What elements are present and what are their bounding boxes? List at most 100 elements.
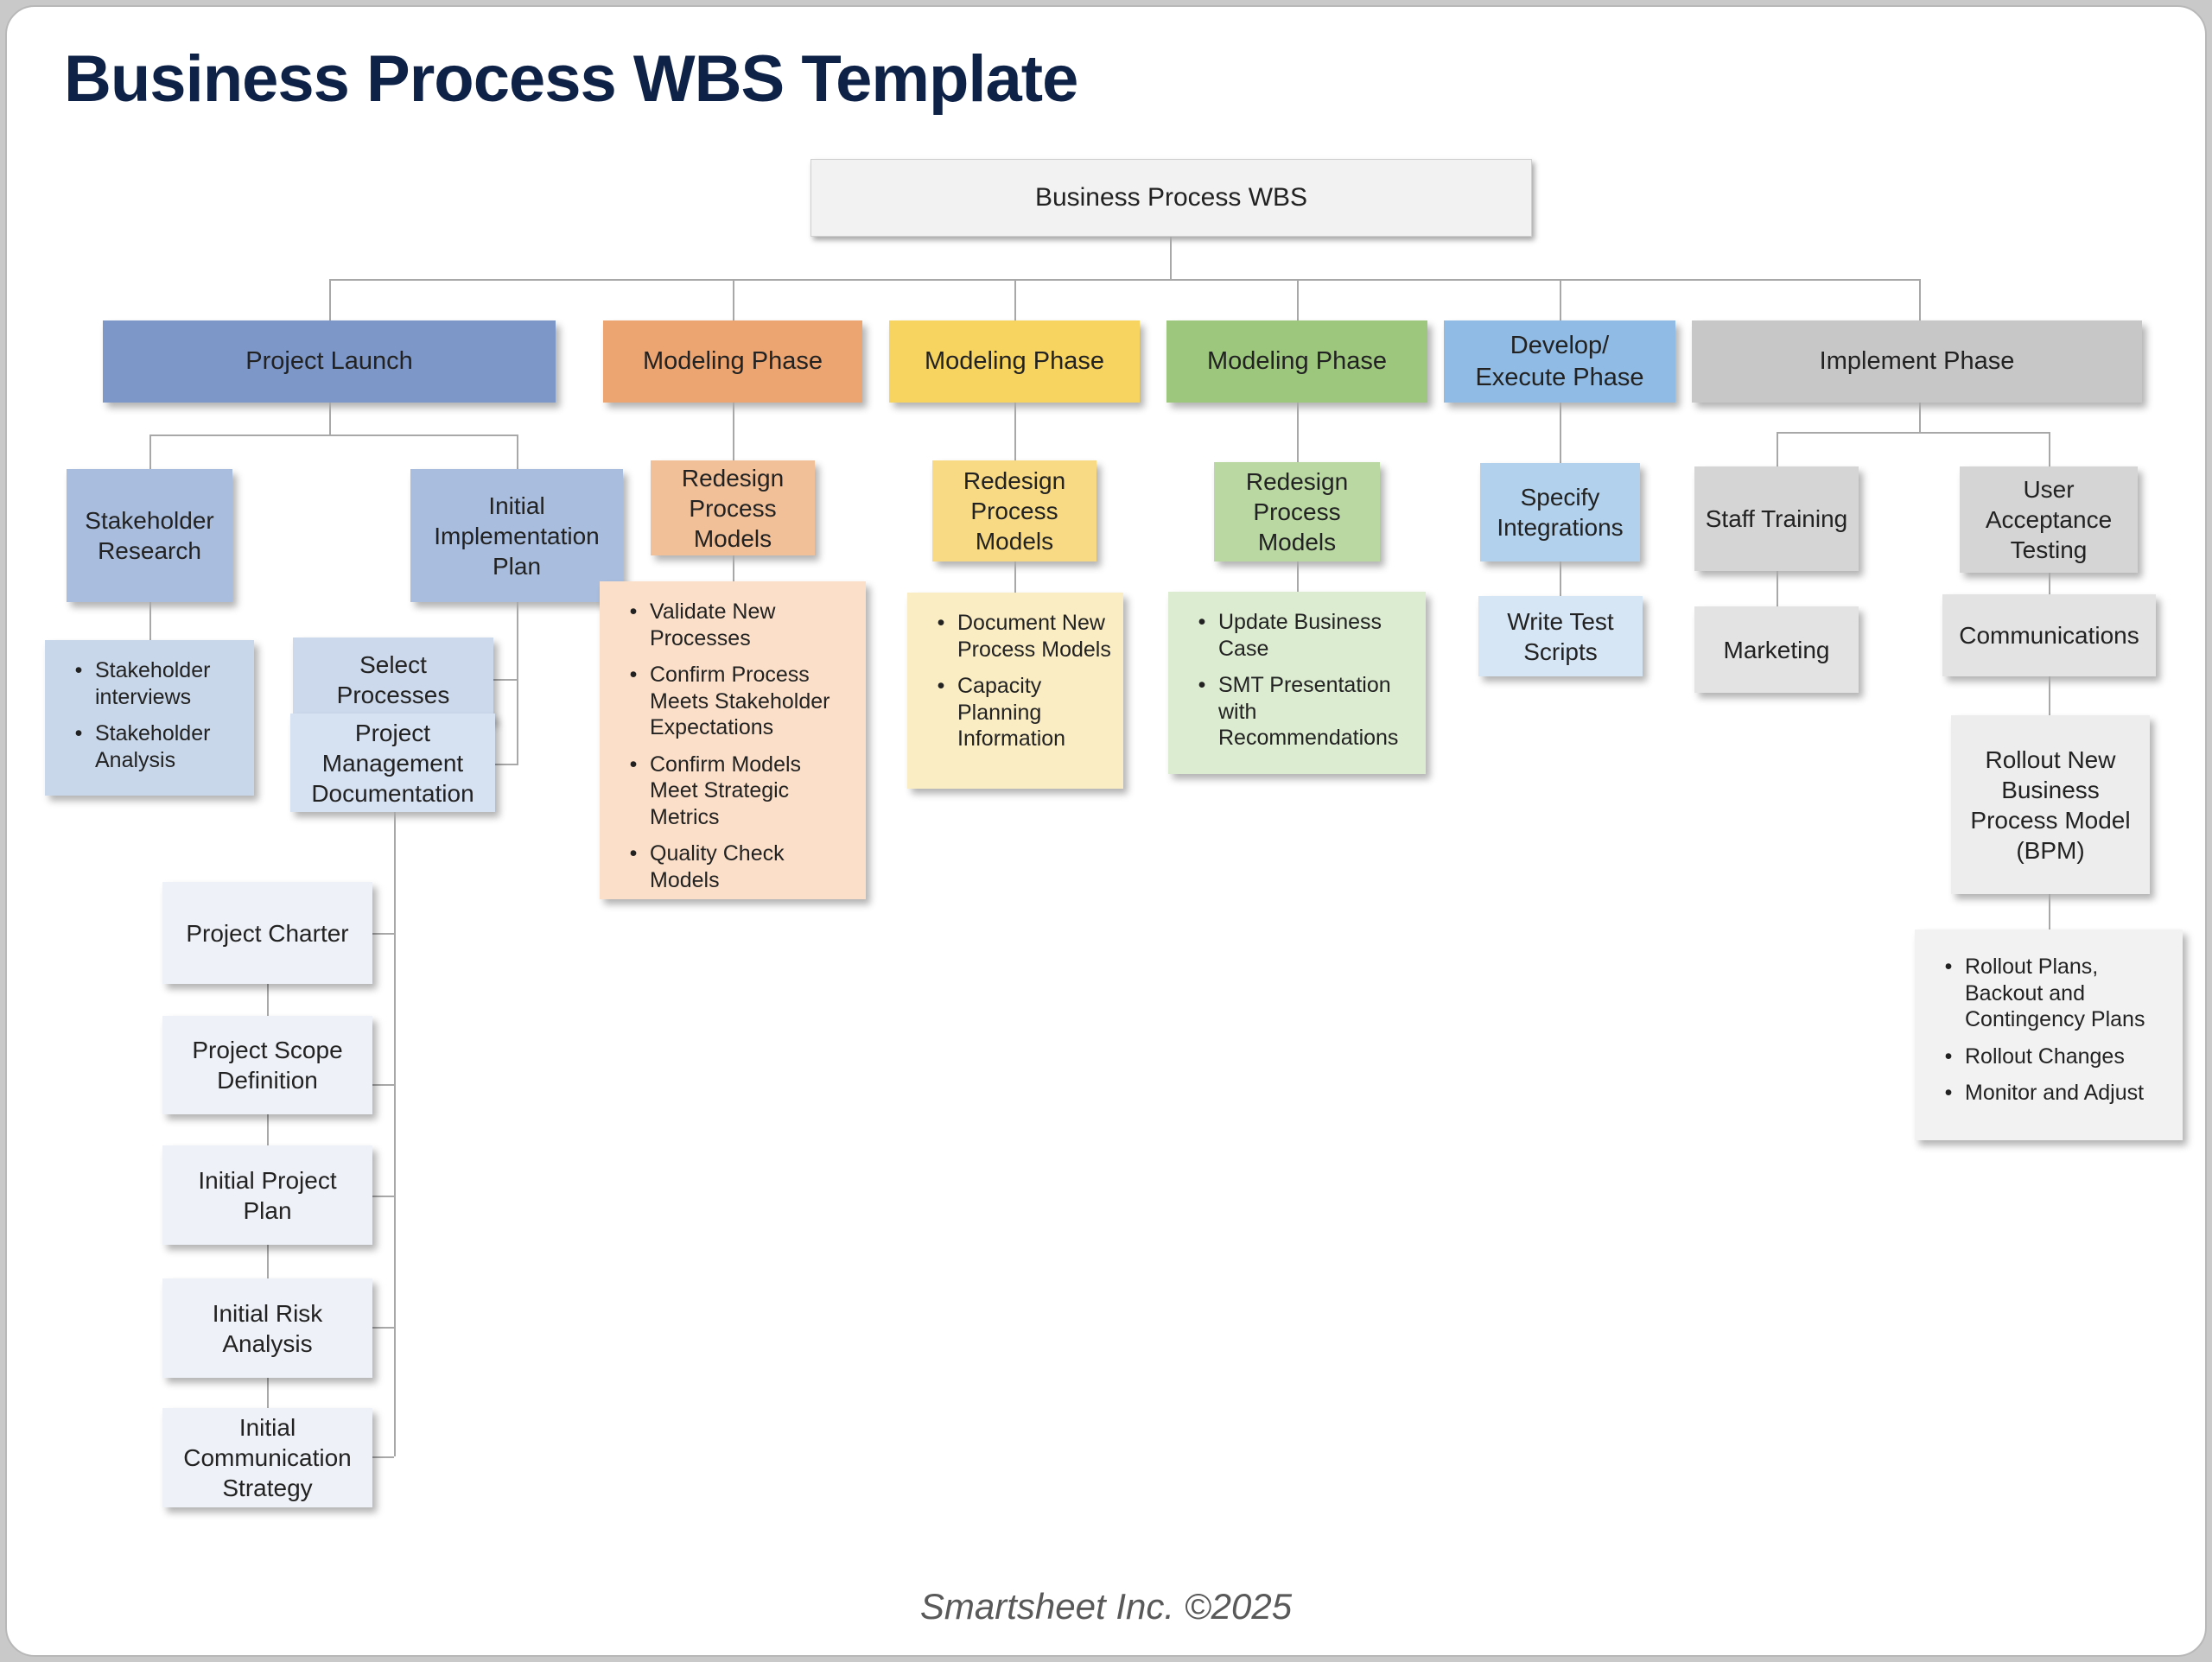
connector (1297, 403, 1299, 462)
bullet-icon: • (629, 663, 638, 687)
node-stakeholder-research: Stakeholder Research (67, 469, 232, 602)
wbs-root-node: Business Process WBS (810, 159, 1532, 237)
bullet-icon: • (629, 841, 638, 866)
bullet-icon: • (1198, 610, 1206, 634)
list-item: •Confirm Models Meet Strategic Metrics (617, 752, 854, 831)
node-user-acceptance-testing: User Acceptance Testing (1960, 466, 2138, 573)
bullet-icon: • (74, 721, 83, 745)
node-project-charter: Project Charter (162, 882, 372, 984)
phase-project-launch: Project Launch (103, 320, 556, 403)
node-communications: Communications (1942, 594, 2156, 676)
diagram-canvas: Business Process WBS Template Business P… (5, 5, 2207, 1657)
node-initial-risk-analysis: Initial Risk Analysis (162, 1278, 372, 1378)
connector (2049, 894, 2050, 929)
list-item: •Update Business Case (1185, 609, 1414, 662)
node-write-test-scripts: Write Test Scripts (1478, 596, 1643, 676)
bullet-icon: • (937, 674, 945, 698)
phase-modeling-green: Modeling Phase (1166, 320, 1427, 403)
connector (733, 555, 734, 581)
phase-modeling-yellow: Modeling Phase (889, 320, 1140, 403)
connector (517, 435, 518, 469)
connector (733, 403, 734, 460)
node-project-management-documentation: Project Management Documentation (290, 714, 495, 812)
list-item: •Validate New Processes (617, 599, 854, 651)
connector (2049, 432, 2050, 466)
connector (495, 764, 517, 765)
connector (372, 1196, 394, 1197)
connector (394, 812, 396, 1456)
node-initial-communication-strategy: Initial Communication Strategy (162, 1408, 372, 1507)
bullet-icon: • (1944, 1044, 1953, 1069)
connector (1777, 571, 1778, 606)
list-item: •Stakeholder interviews (62, 657, 242, 710)
bullet-icon: • (1944, 955, 1953, 979)
list-item: •Stakeholder Analysis (62, 720, 242, 773)
connector (1560, 561, 1561, 596)
bullet-icon: • (1198, 673, 1206, 697)
connector (329, 279, 1921, 281)
list-item: •SMT Presentation with Recommendations (1185, 672, 1414, 752)
list-item: •Rollout Plans, Backout and Contingency … (1932, 954, 2171, 1033)
connector (329, 403, 331, 435)
connector (267, 1245, 269, 1278)
list-item: •Monitor and Adjust (1932, 1080, 2171, 1107)
connector (149, 435, 518, 436)
connector (149, 435, 151, 469)
connector (372, 1327, 394, 1329)
bullet-icon: • (74, 658, 83, 682)
list-item: •Confirm Process Meets Stakeholder Expec… (617, 662, 854, 741)
node-initial-implementation-plan: Initial Implementation Plan (410, 469, 623, 602)
node-initial-project-plan: Initial Project Plan (162, 1145, 372, 1245)
connector (493, 679, 517, 681)
connector (2049, 676, 2050, 715)
connector (1297, 561, 1299, 592)
node-redesign-process-models-orange: Redesign Process Models (651, 460, 815, 555)
bullet-icon: • (629, 752, 638, 777)
connector (733, 279, 734, 320)
connector (372, 1456, 394, 1458)
connector (517, 602, 518, 765)
connector (1560, 403, 1561, 463)
connector (1777, 432, 2050, 434)
bullet-icon: • (1944, 1081, 1953, 1105)
connector (372, 933, 394, 935)
connector (1014, 403, 1016, 460)
connector (1919, 403, 1921, 432)
phase-implement: Implement Phase (1692, 320, 2142, 403)
phase-modeling-orange: Modeling Phase (603, 320, 862, 403)
connector (1014, 279, 1016, 320)
node-specify-integrations: Specify Integrations (1480, 463, 1640, 561)
list-item: •Document New Process Models (925, 610, 1111, 663)
list-item: •Rollout Changes (1932, 1044, 2171, 1070)
connector (1297, 279, 1299, 320)
node-redesign-process-models-green: Redesign Process Models (1214, 462, 1380, 561)
connector (267, 1114, 269, 1145)
connector (372, 1084, 394, 1086)
connector (149, 602, 151, 640)
connector (1014, 561, 1016, 593)
node-marketing: Marketing (1694, 606, 1859, 693)
connector (1560, 279, 1561, 320)
phase-develop-execute: Develop/ Execute Phase (1444, 320, 1675, 403)
connector (1170, 237, 1172, 279)
node-project-scope-definition: Project Scope Definition (162, 1016, 372, 1114)
node-rollout-new-bpm: Rollout New Business Process Model (BPM) (1951, 715, 2150, 894)
connector (267, 1378, 269, 1408)
connector (329, 279, 331, 320)
copyright-footer: Smartsheet Inc. ©2025 (919, 1586, 1293, 1627)
connector (267, 984, 269, 1016)
node-select-processes: Select Processes (293, 638, 493, 721)
bullet-icon: • (629, 599, 638, 624)
connector (1919, 279, 1921, 320)
connector (2049, 573, 2050, 594)
page-title: Business Process WBS Template (64, 42, 1078, 116)
orange-modeling-bullet-list: •Validate New Processes •Confirm Process… (600, 581, 866, 899)
yellow-modeling-bullet-list: •Document New Process Models •Capacity P… (907, 593, 1123, 789)
node-staff-training: Staff Training (1694, 466, 1859, 571)
list-item: •Quality Check Models (617, 841, 854, 893)
stakeholder-research-bullet-list: •Stakeholder interviews •Stakeholder Ana… (45, 640, 254, 796)
list-item: •Capacity Planning Information (925, 673, 1111, 752)
implement-bullet-list: •Rollout Plans, Backout and Contingency … (1915, 929, 2183, 1140)
bullet-icon: • (937, 611, 945, 635)
green-modeling-bullet-list: •Update Business Case •SMT Presentation … (1168, 592, 1426, 774)
